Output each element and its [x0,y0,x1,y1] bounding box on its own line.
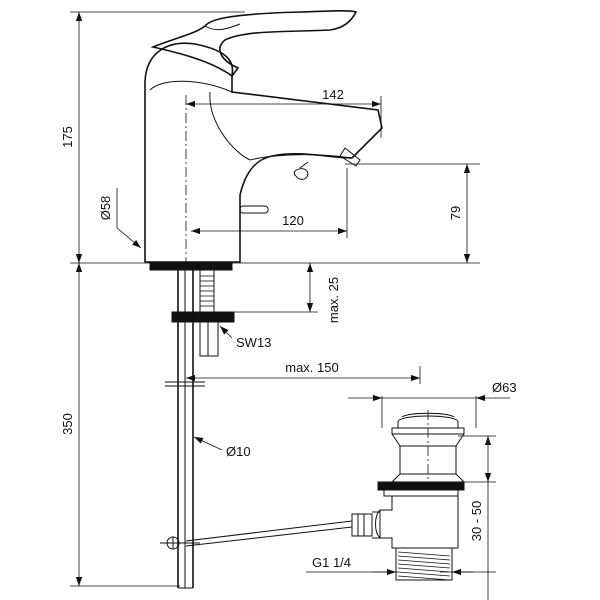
label-63: Ø63 [492,380,517,395]
dim-79: 79 [345,163,480,263]
fixing-nut [171,311,235,357]
label-175: 175 [60,126,75,148]
label-30-50: 30 - 50 [469,501,484,541]
dim-58: Ø58 [98,188,142,249]
label-max25: max. 25 [326,277,341,323]
dim-120: 120 [191,168,348,238]
dim-max25: max. 25 [232,263,341,323]
dim-sw13: SW13 [219,325,271,350]
dim-10: Ø10 [193,436,251,459]
base-plate [149,261,233,271]
dim-30-50: 30 - 50 [440,435,496,600]
dim-max150: max. 150 [186,360,421,384]
label-350: 350 [60,413,75,435]
label-79: 79 [448,206,463,220]
dim-142: 142 [186,87,382,138]
linkage-rod [160,520,353,550]
threaded-shank [199,269,215,313]
dim-175: 175 [60,11,480,264]
label-142: 142 [322,87,344,102]
supply-rods [165,270,205,589]
popup-knob [239,205,269,214]
lever-handle [150,10,358,78]
label-58: Ø58 [98,196,113,221]
label-g114: G1 1/4 [312,555,351,570]
label-max150: max. 150 [285,360,338,375]
faucet-body [144,42,383,263]
waste-valve [351,410,466,581]
dim-g114: G1 1/4 [306,555,474,576]
dim-63: Ø63 [348,380,517,428]
label-120: 120 [282,213,304,228]
label-10: Ø10 [226,444,251,459]
dim-350: 350 [60,263,180,587]
label-sw13: SW13 [236,335,271,350]
